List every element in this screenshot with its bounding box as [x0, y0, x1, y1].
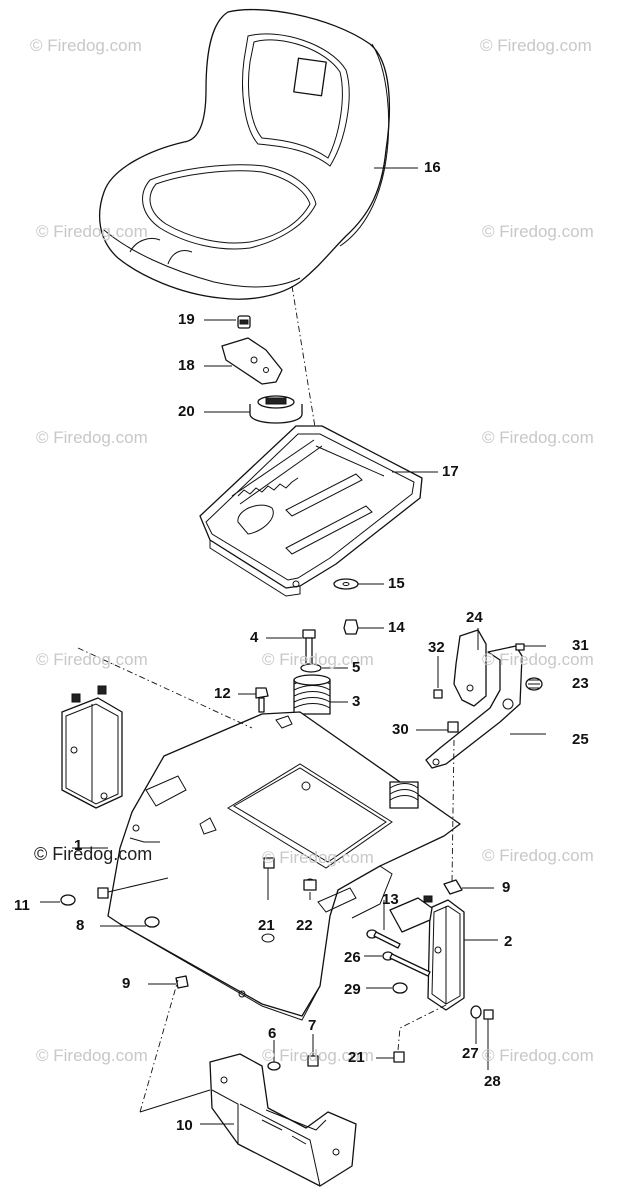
callout-32: 32 — [428, 639, 445, 656]
assembly-line — [77, 647, 253, 729]
callout-12: 12 — [214, 685, 231, 702]
knob-part-23 — [525, 677, 543, 691]
callout-16: 16 — [424, 159, 441, 176]
seat-pan-part-17 — [199, 425, 438, 597]
watermark: © Firedog.com — [262, 848, 374, 867]
callout-3: 3 — [352, 693, 361, 710]
bolt-part-12 — [238, 687, 269, 713]
callout-17: 17 — [442, 463, 459, 480]
cap-part-8 — [100, 916, 160, 928]
watermark: © Firedog.com — [36, 222, 148, 241]
watermark: © Firedog.com — [482, 846, 594, 865]
bracket-part-10 — [200, 1053, 357, 1187]
watermark: © Firedog.com — [482, 428, 594, 447]
watermark: © Firedog.com — [262, 650, 374, 669]
callout-10: 10 — [176, 1117, 193, 1134]
nut-part-30 — [416, 721, 459, 733]
callout-24: 24 — [466, 609, 483, 626]
watermark: © Firedog.com — [482, 650, 594, 669]
bracket-part-2 — [389, 895, 498, 1011]
watermark: © Firedog.com — [30, 36, 142, 55]
knob-part-19 — [204, 315, 251, 329]
watermark: © Firedog.com — [36, 1046, 148, 1065]
bolt-part-13 — [366, 900, 401, 949]
callout-11: 11 — [14, 897, 30, 914]
callout-5: 5 — [352, 659, 361, 676]
watermark: © Firedog.com — [36, 428, 148, 447]
callout-2: 2 — [504, 933, 513, 950]
callout-28: 28 — [484, 1073, 501, 1090]
callout-18: 18 — [178, 357, 195, 374]
cap-part-29 — [366, 982, 408, 994]
watermark-dark: © Firedog.com — [34, 844, 153, 864]
nut-part-32 — [433, 656, 443, 699]
assembly-line — [139, 979, 179, 1113]
nut-part-9b — [443, 879, 494, 895]
nut-part-21a — [261, 857, 275, 943]
callout-26: 26 — [344, 949, 361, 966]
spring-part-3 — [293, 674, 348, 715]
callout-13: 13 — [382, 891, 399, 908]
callout-15: 15 — [388, 575, 405, 592]
clip-part-22 — [303, 879, 357, 913]
bracket-part-24 — [453, 628, 487, 707]
callout-20: 20 — [178, 403, 195, 420]
arm-part-25 — [425, 645, 546, 769]
callout-6: 6 — [268, 1025, 277, 1042]
washer-part-5 — [300, 663, 348, 673]
assembly-line — [139, 1089, 211, 1113]
callout-21-lower: 21 — [348, 1049, 365, 1066]
callout-31: 31 — [572, 637, 589, 654]
seat-part-16 — [98, 8, 418, 300]
frame-part-1 — [72, 711, 461, 1021]
assembly-line — [291, 285, 323, 471]
watermark: © Firedog.com — [262, 1046, 374, 1065]
callout-27: 27 — [462, 1045, 479, 1062]
callout-8: 8 — [76, 917, 85, 934]
callout-21-upper: 21 — [258, 917, 275, 934]
callout-4: 4 — [250, 629, 259, 646]
washer-part-27 — [470, 1005, 482, 1044]
callout-7: 7 — [308, 1017, 317, 1034]
callout-25: 25 — [572, 731, 589, 748]
watermark: © Firedog.com — [482, 222, 594, 241]
bracket-part-18 — [204, 337, 283, 385]
frame-spring — [389, 781, 419, 809]
screw-part-31 — [515, 643, 546, 651]
callout-23: 23 — [572, 675, 589, 692]
callout-30: 30 — [392, 721, 409, 738]
watermark: © Firedog.com — [36, 650, 148, 669]
callout-9-upper: 9 — [502, 879, 511, 896]
switch-part-20 — [204, 395, 303, 424]
assembly-line — [451, 739, 455, 883]
bolt-part-26 — [364, 951, 431, 977]
nut-part-7 — [307, 1034, 319, 1067]
callout-9-lower: 9 — [122, 975, 131, 992]
callout-22: 22 — [296, 917, 313, 934]
watermark: © Firedog.com — [480, 36, 592, 55]
callout-14: 14 — [388, 619, 405, 636]
pin-part-11 — [40, 877, 169, 906]
nut-part-9a — [148, 975, 189, 989]
callout-1: 1 — [74, 837, 83, 854]
left-bracket — [61, 685, 123, 809]
washer-part-6 — [267, 1040, 281, 1071]
watermark: © Firedog.com — [482, 1046, 594, 1065]
callout-29: 29 — [344, 981, 361, 998]
nut-part-21b — [376, 1003, 449, 1063]
screw-part-28 — [483, 1009, 494, 1070]
washer-part-15 — [333, 578, 384, 590]
callout-19: 19 — [178, 311, 195, 328]
nut-part-14 — [343, 619, 384, 635]
